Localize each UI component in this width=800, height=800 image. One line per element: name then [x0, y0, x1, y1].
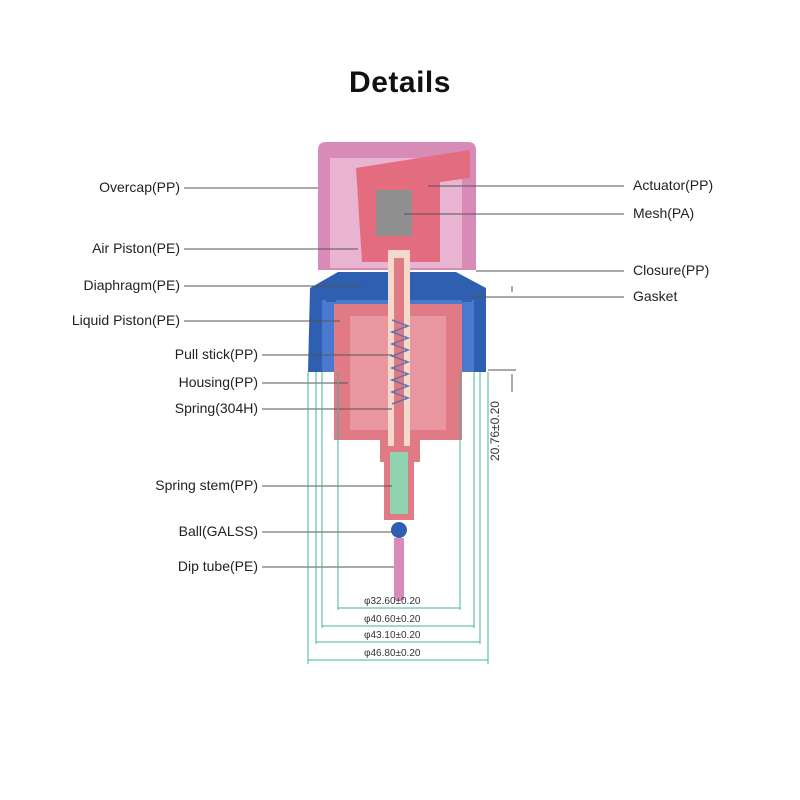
spring-shape	[389, 319, 411, 405]
dimension-d1-label: φ32.60±0.20	[364, 596, 421, 607]
dimension-d2-label: φ40.60±0.20	[364, 614, 421, 625]
label-spring-stem: Spring stem(PP)	[155, 477, 258, 493]
label-air-piston: Air Piston(PE)	[92, 240, 180, 256]
dimension-d4-label: φ46.80±0.20	[364, 648, 421, 659]
page-title: Details	[349, 66, 451, 99]
label-spring: Spring(304H)	[174, 400, 258, 416]
ball-shape	[391, 522, 407, 538]
right-leader-lines	[404, 185, 624, 298]
label-overcap: Overcap(PP)	[99, 179, 180, 195]
label-pull-stick: Pull stick(PP)	[174, 346, 258, 362]
label-mesh: Mesh(PA)	[633, 205, 695, 221]
height-dimension-lines	[488, 286, 516, 392]
label-actuator: Actuator(PP)	[633, 177, 714, 193]
label-gasket: Gasket	[633, 288, 678, 304]
dimension-d3-label: φ43.10±0.20	[364, 630, 421, 641]
left-leader-lines	[184, 187, 394, 568]
label-ball: Ball(GALSS)	[178, 523, 258, 539]
label-diaphragm: Diaphragm(PE)	[83, 277, 180, 293]
diameter-dimension-lines	[307, 372, 489, 664]
label-dip-tube: Dip tube(PE)	[177, 558, 258, 574]
label-liquid-piston: Liquid Piston(PE)	[71, 312, 180, 328]
gasket-shape	[326, 294, 336, 302]
label-housing: Housing(PP)	[178, 374, 258, 390]
dimension-height-label: 20.76±0.20	[487, 401, 502, 461]
label-closure: Closure(PP)	[633, 262, 710, 278]
dip-tube-shape	[394, 538, 404, 600]
